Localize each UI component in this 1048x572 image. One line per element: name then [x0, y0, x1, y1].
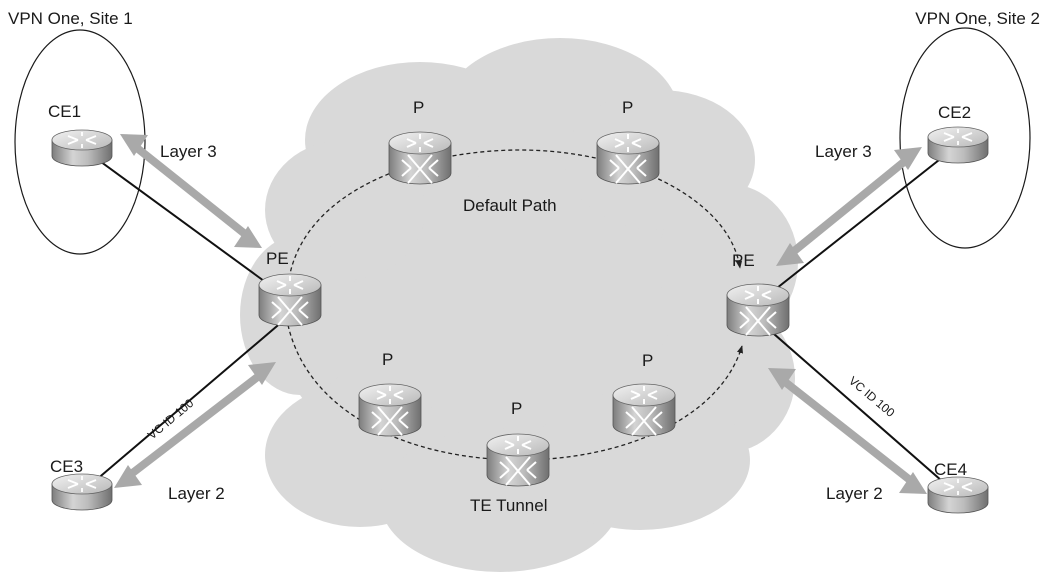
- ce2-label: CE2: [938, 103, 971, 122]
- ce3-label: CE3: [50, 457, 83, 476]
- p-bottom-mid-label: P: [511, 399, 522, 418]
- layer2-right-arrow: [768, 368, 927, 494]
- router-p-bottom-right-icon: [612, 383, 676, 437]
- te-tunnel-label: TE Tunnel: [470, 496, 548, 515]
- site2-ellipse: [899, 27, 1031, 249]
- link-ce4-pe: [757, 319, 959, 496]
- vc-id-right-label: VC ID 100: [846, 374, 898, 421]
- layer3-right-label: Layer 3: [815, 142, 872, 161]
- router-p-bottom-left-icon: [358, 383, 422, 437]
- p-top-left-label: P: [413, 98, 424, 117]
- layer3-left-label: Layer 3: [160, 142, 217, 161]
- router-pe-right-icon: [726, 283, 790, 337]
- router-pe-left-icon: [258, 273, 322, 327]
- site2-label: VPN One, Site 2: [915, 9, 1040, 28]
- site1-ellipse: [14, 29, 146, 255]
- layer2-right-label: Layer 2: [826, 484, 883, 503]
- link-ce3-pe: [81, 314, 291, 493]
- layer3-right-arrow: [776, 147, 922, 266]
- default-path-label: Default Path: [463, 196, 557, 215]
- mpls-cloud: [240, 38, 798, 572]
- p-bottom-left-label: P: [382, 350, 393, 369]
- layer2-left-arrow: [114, 362, 276, 488]
- default-path-line: [287, 149, 743, 286]
- router-p-top-right-icon: [596, 131, 660, 185]
- link-ce1-pe: [81, 147, 291, 301]
- router-ce3-icon: [51, 473, 113, 511]
- site1-label: VPN One, Site 1: [8, 9, 133, 28]
- vc-id-left-label: VC ID 100: [145, 396, 197, 443]
- p-bottom-right-label: P: [642, 351, 653, 370]
- pe-left-label: PE: [266, 249, 289, 268]
- router-ce1-icon: [51, 129, 113, 167]
- router-ce2-icon: [927, 126, 989, 164]
- pe-right-label: PE: [732, 251, 755, 270]
- ce4-label: CE4: [934, 460, 967, 479]
- router-p-bottom-mid-icon: [486, 433, 550, 487]
- layer3-left-arrow: [120, 134, 262, 248]
- ce1-label: CE1: [48, 102, 81, 121]
- router-p-top-left-icon: [388, 131, 452, 185]
- p-top-right-label: P: [622, 98, 633, 117]
- layer2-left-label: Layer 2: [168, 484, 225, 503]
- link-ce2-pe: [757, 144, 959, 304]
- router-ce4-icon: [927, 476, 989, 514]
